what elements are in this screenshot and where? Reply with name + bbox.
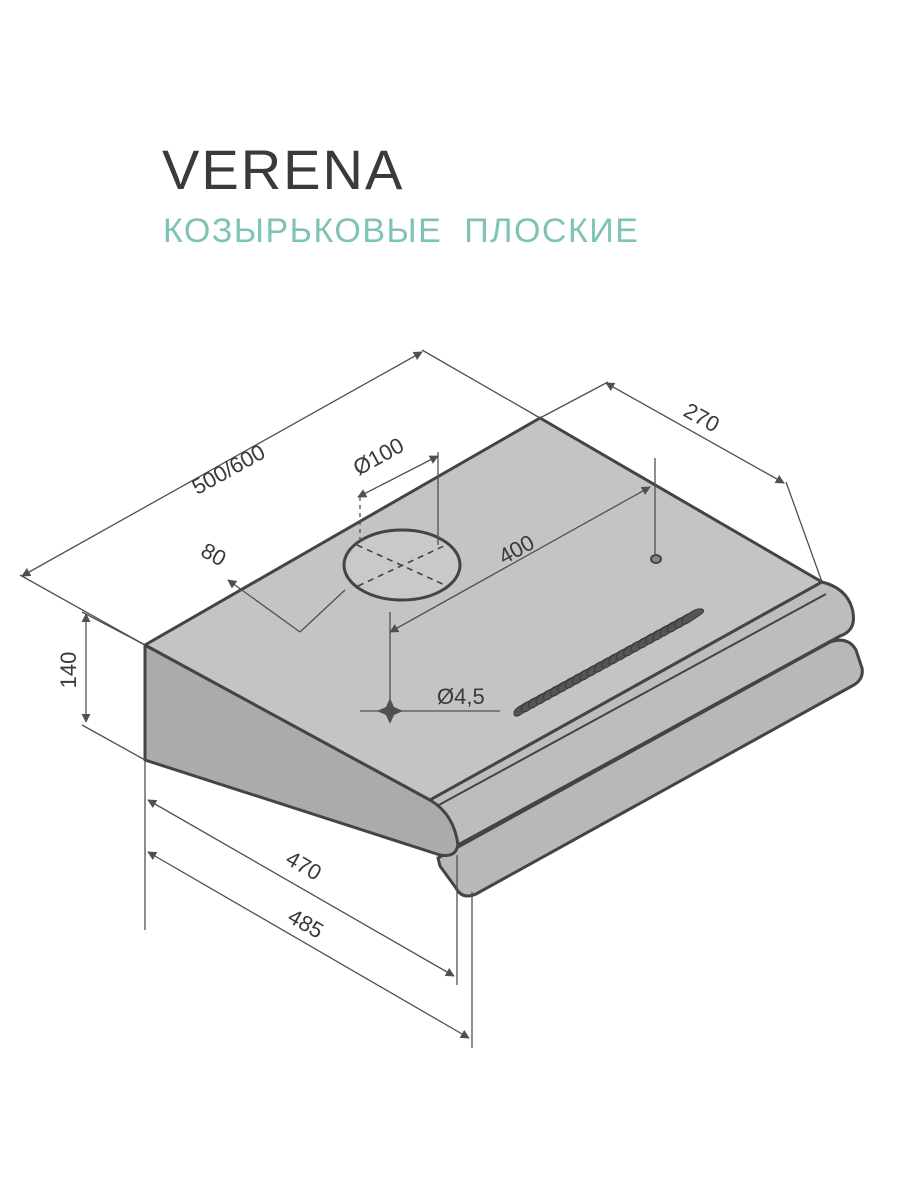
vent-slot [681,608,705,625]
dim-depth-top-label: 270 [680,398,724,438]
dim-depth-inner-label: 470 [282,845,326,885]
product-title: VERENA [162,138,405,201]
mount-hole [650,554,662,564]
dim-width-label: 500/600 [188,439,270,499]
dim-height-label: 140 [56,652,81,689]
product-subtitle: КОЗЫРЬКОВЫЕ ПЛОСКИЕ [163,212,640,250]
hood-body [143,416,864,898]
dim-depth-total-label: 485 [284,903,328,943]
vent-slots [513,608,705,717]
dim-duct-diameter-label: Ø100 [349,432,408,480]
dim-duct-offset-label: 80 [197,538,231,572]
mount-point-marker [377,698,403,724]
dim-mount-hole-label: Ø4,5 [437,684,485,709]
